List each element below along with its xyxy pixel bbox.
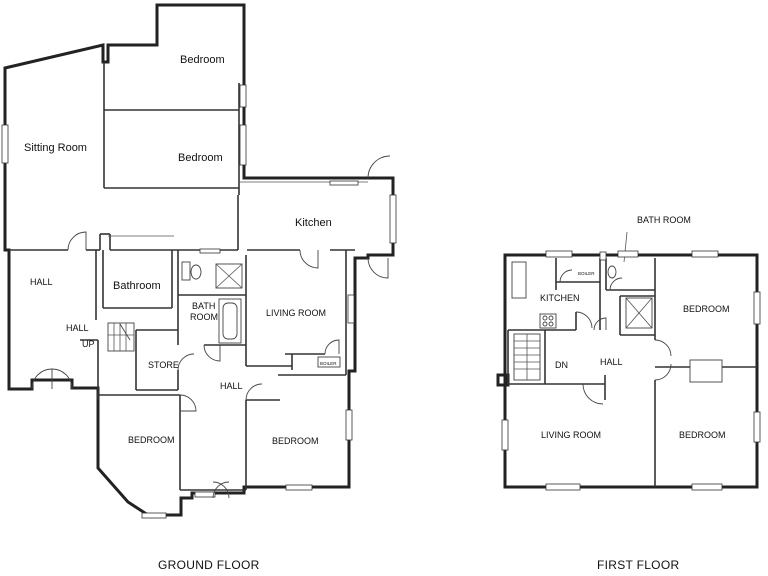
ff-hall-label: HALL: [600, 357, 623, 367]
ff-bath-room-label: BATH ROOM: [637, 215, 691, 225]
gf-bedroom-top-label: Bedroom: [180, 54, 225, 66]
ff-living-room-label: LIVING ROOM: [541, 430, 601, 440]
ground-floor-plan: Bedroom Bedroom Sitting Room Kitchen HAL…: [1, 3, 397, 572]
gf-living-room-label: LIVING ROOM: [266, 308, 326, 318]
first-floor-caption: FIRST FLOOR: [597, 558, 679, 572]
gf-boiler-label: BOILER: [320, 361, 337, 366]
ff-bedroom-tr-label: BEDROOM: [683, 304, 730, 314]
gf-bath-label: BATH: [192, 301, 215, 311]
gf-hall-left-label: HALL: [30, 277, 53, 287]
gf-sitting-room-label: Sitting Room: [24, 142, 87, 154]
gf-bedroom-mid-label: Bedroom: [178, 152, 223, 164]
gf-bedroom-br-label: BEDROOM: [272, 436, 319, 446]
ff-kitchen-label: KITCHEN: [540, 293, 580, 303]
ff-boiler-label: BOILER: [578, 271, 595, 276]
first-floor-plan: BATH ROOM BOILER KITCHEN BEDROOM HALL DN…: [496, 215, 761, 572]
gf-store-label: STORE: [148, 360, 179, 370]
first-floor-outer-wall: [503, 253, 759, 489]
gf-bathroom-label: Bathroom: [113, 280, 161, 292]
gf-kitchen-label: Kitchen: [295, 217, 332, 229]
ground-floor-outer-wall: [3, 3, 395, 517]
gf-hall-small-label: HALL: [66, 323, 89, 333]
ground-floor-caption: GROUND FLOOR: [158, 558, 260, 572]
gf-hall-centre-label: HALL: [220, 381, 243, 391]
gf-room-label: ROOM: [190, 312, 218, 322]
ff-dn-label: DN: [555, 360, 568, 370]
gf-up-label: UP: [82, 339, 95, 349]
gf-bedroom-bl-label: BEDROOM: [128, 435, 175, 445]
ff-bedroom-br-label: BEDROOM: [679, 430, 726, 440]
